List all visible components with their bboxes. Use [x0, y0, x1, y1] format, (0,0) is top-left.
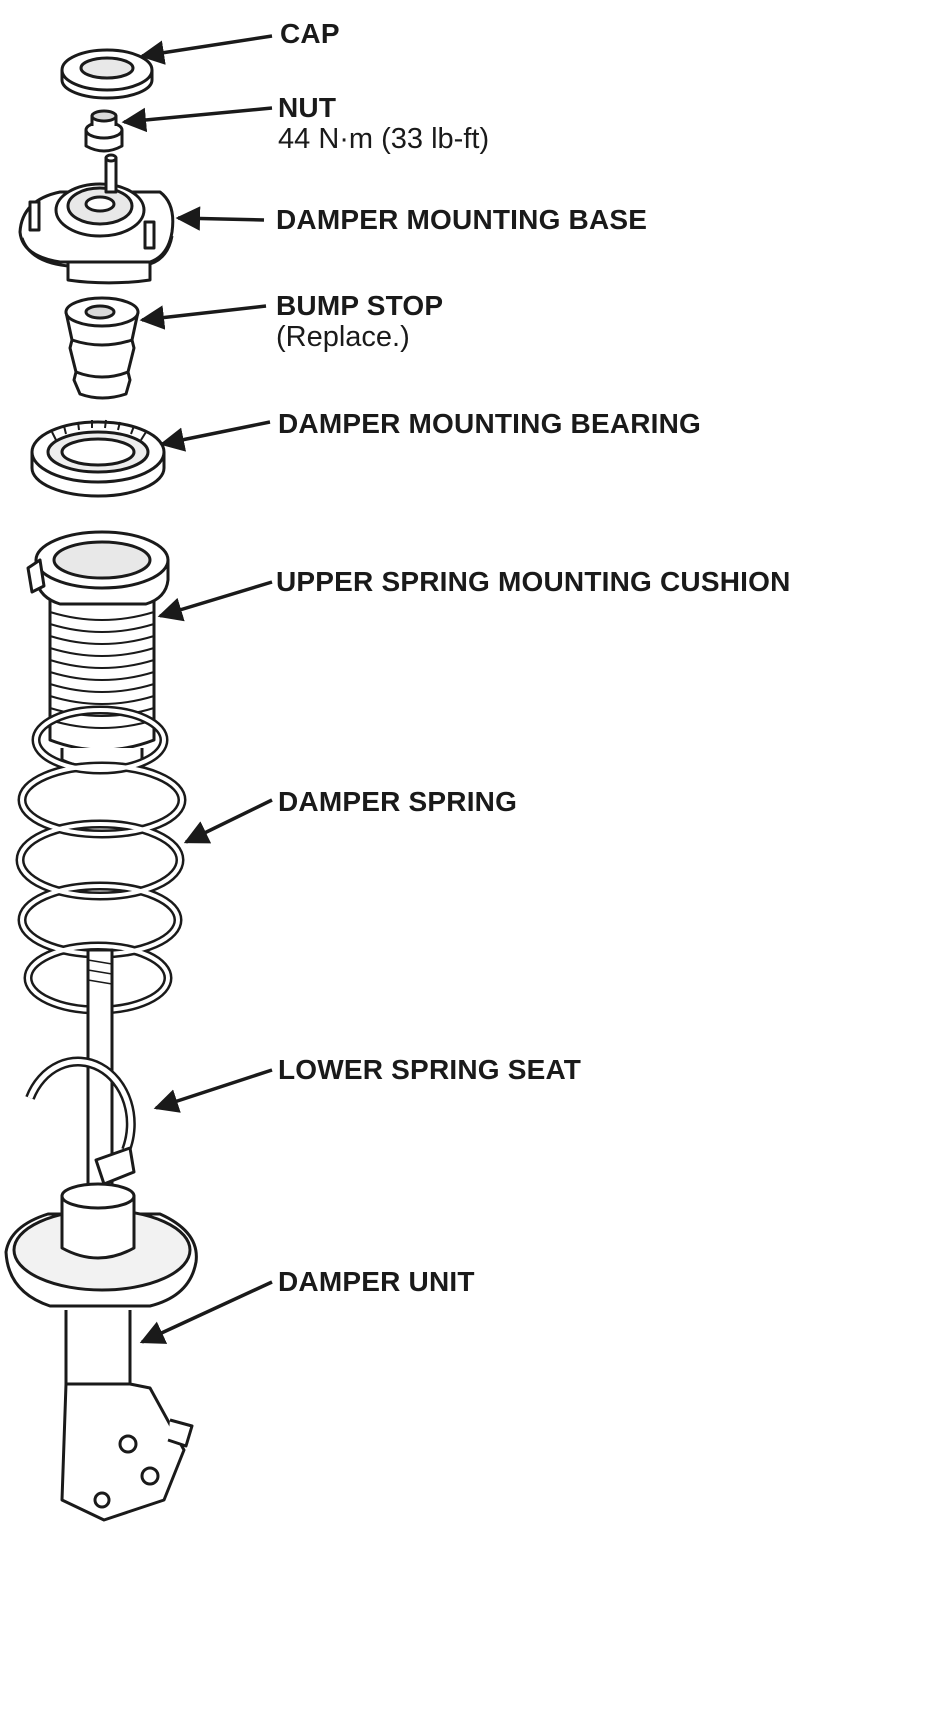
lower-spring-seat-label-title: LOWER SPRING SEAT [278, 1054, 582, 1085]
damper-mounting-bearing-leader-line [159, 420, 271, 452]
damper-mounting-base-leader-line [175, 206, 265, 231]
damper-unit-label-title: DAMPER UNIT [278, 1266, 475, 1297]
upper-spring-mounting-cushion-label-title: UPPER SPRING MOUNTING CUSHION [276, 566, 791, 597]
lower-spring-seat-label: LOWER SPRING SEAT [278, 1054, 581, 1085]
damper-mounting-base-label-title: DAMPER MOUNTING BASE [276, 204, 648, 235]
upper-spring-mounting-cushion-part [26, 530, 170, 771]
upper-spring-mounting-cushion-label: UPPER SPRING MOUNTING CUSHION [276, 566, 791, 597]
damper-mounting-base-label: DAMPER MOUNTING BASE [276, 204, 647, 235]
damper-spring-label: DAMPER SPRING [278, 786, 517, 817]
damper-spring-leader-line [183, 798, 273, 844]
nut-label: NUT 44 N·m (33 lb-ft) [278, 92, 489, 156]
damper-mounting-bearing-part [30, 419, 166, 498]
bump-stop-leader-line [139, 304, 267, 330]
nut-part [84, 109, 124, 153]
bump-stop-label-title: BUMP STOP [276, 290, 444, 321]
damper-mounting-bearing-label: DAMPER MOUNTING BEARING [278, 408, 701, 439]
damper-mounting-bearing-label-title: DAMPER MOUNTING BEARING [278, 408, 702, 439]
nut-torque-spec: 44 N·m (33 lb-ft) [278, 123, 490, 156]
upper-spring-mounting-cushion-leader-line [157, 580, 273, 622]
bump-stop-label: BUMP STOP (Replace.) [276, 290, 443, 354]
bump-stop-part [64, 296, 140, 400]
cap-label-title: CAP [280, 18, 340, 49]
lower-spring-seat-leader-line [153, 1068, 273, 1113]
cap-leader-line [139, 34, 273, 65]
nut-label-title: NUT [278, 92, 337, 123]
damper-unit-label: DAMPER UNIT [278, 1266, 475, 1297]
damper-mounting-base-part [18, 153, 175, 285]
cap-label: CAP [280, 18, 340, 49]
bump-stop-note: (Replace.) [276, 321, 410, 354]
damper-unit-part [4, 1182, 198, 1522]
lower-spring-seat-part [25, 1056, 136, 1186]
damper-spring-label-title: DAMPER SPRING [278, 786, 518, 817]
damper-unit-leader-line [139, 1280, 273, 1344]
nut-leader-line [121, 106, 273, 133]
cap-part [60, 48, 154, 100]
